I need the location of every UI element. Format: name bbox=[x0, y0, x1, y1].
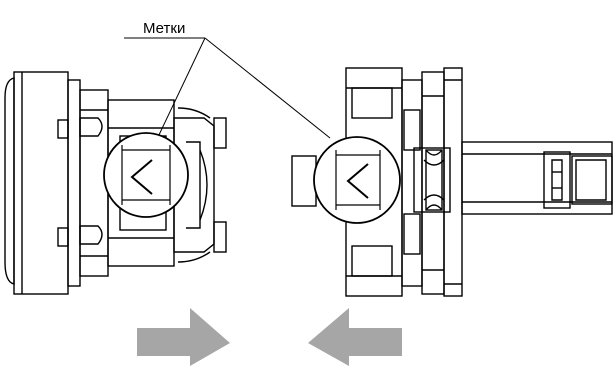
leader-line-left bbox=[157, 37, 206, 138]
right-marker-circle bbox=[313, 136, 401, 224]
arrow-right-icon bbox=[137, 308, 230, 366]
left-marker-v-icon bbox=[130, 159, 153, 195]
arrow-left-icon bbox=[308, 308, 402, 366]
left-marker-circle bbox=[103, 132, 189, 218]
leader-line-right bbox=[204, 37, 331, 139]
right-marker-v-icon bbox=[346, 163, 369, 199]
right-marker bbox=[313, 136, 401, 224]
left-marker bbox=[103, 132, 189, 218]
callout-label: Метки bbox=[143, 20, 185, 37]
actuator-head bbox=[4, 71, 227, 295]
